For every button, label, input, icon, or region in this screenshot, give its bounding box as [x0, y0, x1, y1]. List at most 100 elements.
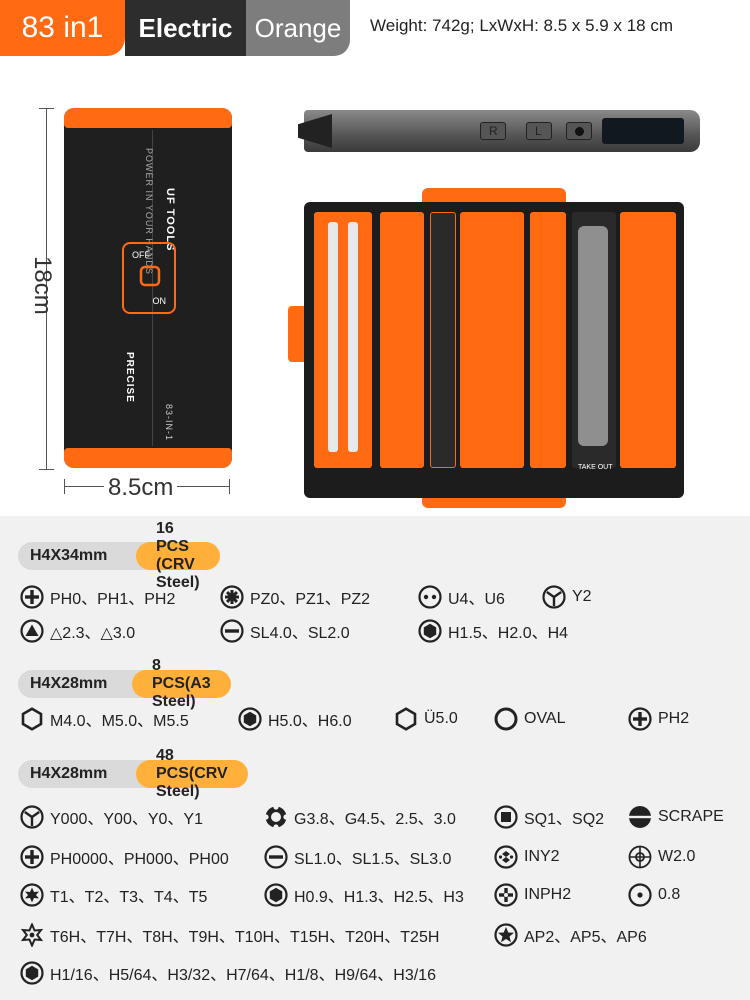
iny-icon	[494, 845, 518, 869]
bit-item: Ü5.0	[394, 706, 458, 732]
star-icon	[494, 923, 518, 947]
bit-item: SCRAPE	[628, 804, 724, 830]
bit-item-label: 0.8	[658, 886, 681, 903]
pozidriv-icon	[220, 585, 244, 609]
bit-size-label: H4X34mm	[18, 542, 158, 570]
bit-item: Y2	[542, 584, 592, 610]
scrape-icon	[629, 806, 651, 828]
bit-item: H1/16、H5/64、H3/32、H7/64、H1/8、H9/64、H3/16	[20, 960, 436, 986]
phillips-icon	[20, 845, 44, 869]
dot-icon	[628, 883, 652, 907]
reverse-button: R	[480, 122, 506, 140]
hex-icon	[264, 883, 288, 907]
bit-item-label: PH0000、PH000、PH00	[50, 851, 229, 868]
spec-text: Weight: 742g; LxWxH: 8.5 x 5.9 x 18 cm	[370, 16, 673, 35]
square-icon	[494, 805, 518, 829]
bit-count-pill: 8 PCS(A3 Steel)	[132, 657, 231, 710]
bit-item-label: PH0、PH1、PH2	[50, 591, 176, 608]
case-seam	[152, 130, 153, 446]
bit-item: H1.5、H2.0、H4	[418, 618, 568, 644]
extension-slot	[530, 212, 566, 468]
bit-item-label: PH2	[658, 710, 690, 727]
bit-item-label: Ü5.0	[424, 710, 458, 727]
case-brand-logo: UF TOOLS	[164, 188, 176, 252]
case-lock-panel: OFF ON	[122, 242, 176, 314]
case-name: PRECISE	[124, 352, 135, 403]
oval-icon	[494, 707, 518, 731]
bit-item-label: SQ1、SQ2	[524, 811, 605, 828]
bit-item: INPH2	[494, 882, 571, 908]
hex-icon	[238, 707, 262, 731]
triangle-icon	[20, 619, 44, 643]
bit-count-pill: 48 PCS(CRV Steel)	[136, 747, 248, 800]
bit-item-label: H1.5、H2.0、H4	[448, 625, 569, 642]
power-button	[566, 122, 592, 140]
height-dimension-label: 18cm	[29, 256, 56, 315]
hex-icon	[20, 961, 44, 985]
color-tag: Orange	[246, 0, 350, 56]
bit-item-label: Y000、Y00、Y0、Y1	[50, 811, 203, 828]
bit-item-label: Y2	[572, 588, 592, 605]
tri-wing-icon	[542, 585, 566, 609]
bit-item-label: T1、T2、T3、T4、T5	[50, 889, 208, 906]
bit-list-panel: H4X34mm 16 PCS (CRV Steel) H4X28mm 8 PCS…	[0, 516, 750, 1000]
width-dimension-label: 8.5cm	[104, 474, 178, 502]
bit-item: 0.8	[628, 882, 680, 908]
u-shape-icon	[418, 585, 442, 609]
bit-item-label: M4.0、M5.0、M5.5	[50, 713, 189, 730]
bit-item-label: G3.8、G4.5、2.5、3.0	[294, 811, 456, 828]
bit-item: OVAL	[494, 706, 566, 732]
box-top-handle	[422, 188, 566, 202]
knife-slot	[430, 212, 456, 468]
lock-icon	[139, 265, 161, 287]
bit-item: INY2	[494, 844, 560, 870]
bit-item: M4.0、M5.0、M5.5	[20, 706, 189, 732]
bit-size-label: H4X28mm	[18, 760, 158, 788]
case-off-label: OFF	[132, 250, 150, 260]
phillips-icon	[628, 707, 652, 731]
bit-item: PH0、PH1、PH2	[20, 584, 175, 610]
socket-slot	[380, 212, 424, 468]
bit-item: H0.9、H1.3、H2.5、H3	[264, 882, 464, 908]
crosshair-icon	[628, 845, 652, 869]
storage-case: POWER IN YOUR HANDS UF TOOLS OFF ON PREC…	[64, 108, 232, 468]
bit-item-label: SCRAPE	[658, 808, 724, 825]
bit-item-label: SL1.0、SL1.5、SL3.0	[294, 851, 452, 868]
bit-item-label: T6H、T7H、T8H、T9H、T10H、T15H、T20H、T25H	[50, 929, 440, 946]
bit-item: G3.8、G4.5、2.5、3.0	[264, 804, 456, 830]
bit-item-label: H0.9、H1.3、H2.5、H3	[294, 889, 464, 906]
tri-wing-icon	[20, 805, 44, 829]
bit-item: AP2、AP5、AP6	[494, 922, 647, 948]
hex-icon	[418, 619, 442, 643]
case-model: 83-IN-1	[164, 404, 174, 442]
slotted-icon	[220, 619, 244, 643]
bit-item-label: OVAL	[524, 710, 566, 727]
inph-icon	[494, 883, 518, 907]
type-tag: Electric	[125, 0, 246, 56]
header-bar: 83 in1 Electric Orange Weight: 742g; LxW…	[0, 0, 750, 56]
bit-item-label: INPH2	[524, 886, 572, 903]
bit-item: U4、U6	[418, 584, 505, 610]
bit-item: H5.0、H6.0	[238, 706, 352, 732]
product-illustration: 18cm 8.5cm POWER IN YOUR HANDS UF TOOLS …	[0, 56, 750, 516]
bit-item: SL4.0、SL2.0	[220, 618, 350, 644]
bit-item: W2.0	[628, 844, 695, 870]
tweezer-tools-slot	[620, 212, 676, 468]
take-out-label: TAKE OUT	[578, 464, 613, 471]
bit-item-label: H5.0、H6.0	[268, 713, 352, 730]
bit-item: T6H、T7H、T8H、T9H、T10H、T15H、T20H、T25H	[20, 922, 439, 948]
case-bottom-cap	[64, 448, 232, 468]
bit-item: PZ0、PZ1、PZ2	[220, 584, 370, 610]
bit-item-label: PZ0、PZ1、PZ2	[250, 591, 371, 608]
forward-button: L	[526, 122, 552, 140]
torx-icon	[20, 883, 44, 907]
case-top-cap	[64, 108, 232, 128]
bit-item-label: △2.3、△3.0	[50, 625, 136, 642]
bit-item-label: U4、U6	[448, 591, 505, 608]
box-side-latch	[288, 306, 304, 362]
bit-item: T1、T2、T3、T4、T5	[20, 882, 207, 908]
electric-screwdriver: R L	[298, 110, 700, 152]
case-slogan: POWER IN YOUR HANDS	[144, 148, 154, 275]
bit-item-label: SL4.0、SL2.0	[250, 625, 350, 642]
bit-item: SL1.0、SL1.5、SL3.0	[264, 844, 451, 870]
